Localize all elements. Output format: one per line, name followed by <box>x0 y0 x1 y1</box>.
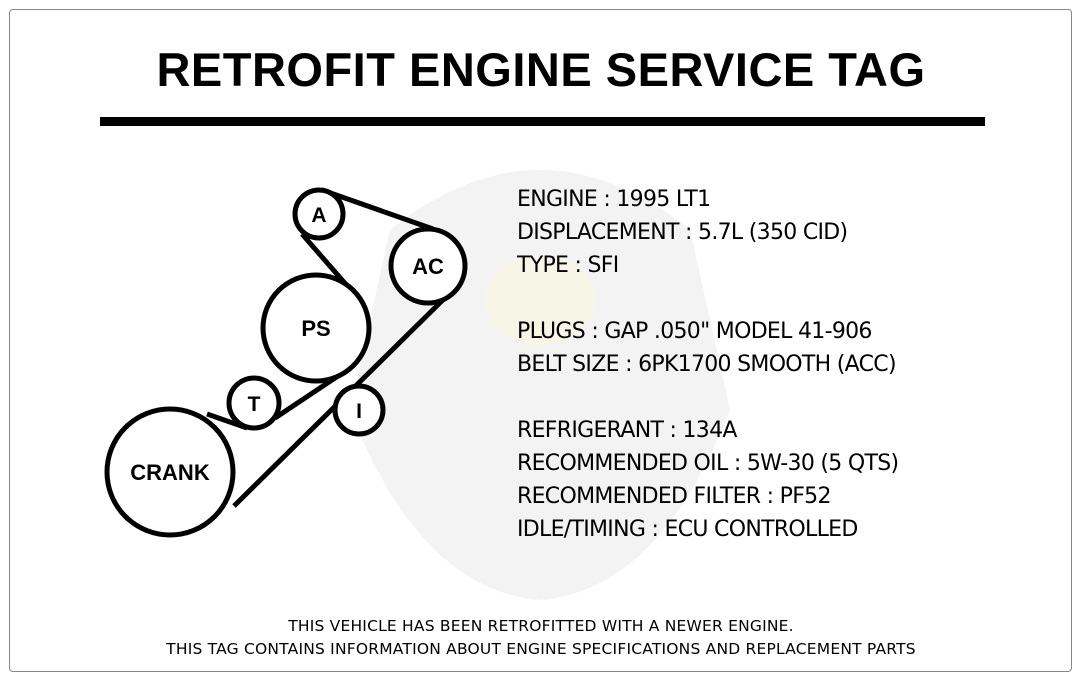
footer-line-1: THIS VEHICLE HAS BEEN RETROFITTED WITH A… <box>288 617 794 635</box>
spec-plugs: PLUGS : GAP .050" MODEL 41-906 <box>517 319 872 344</box>
belt-segment <box>321 187 434 232</box>
page-title: RETROFIT ENGINE SERVICE TAG <box>156 43 926 96</box>
pulley-label-a: A <box>311 204 326 227</box>
spec-belt-size: BELT SIZE : 6PK1700 SMOOTH (ACC) <box>517 352 897 377</box>
spec-idle-timing: IDLE/TIMING : ECU CONTROLLED <box>517 517 858 542</box>
spec-displacement: DISPLACEMENT : 5.7L (350 CID) <box>517 220 848 245</box>
pulley-label-t: T <box>248 393 261 416</box>
pulley-label-ps: PS <box>301 316 330 341</box>
spec-refrigerant: REFRIGERANT : 134A <box>517 418 737 443</box>
spec-filter: RECOMMENDED FILTER : PF52 <box>517 484 831 509</box>
title-divider <box>100 117 985 126</box>
spec-oil: RECOMMENDED OIL : 5W-30 (5 QTS) <box>517 451 899 476</box>
belt-segment <box>273 373 340 421</box>
engine-specs: ENGINE : 1995 LT1 DISPLACEMENT : 5.7L (3… <box>517 183 899 546</box>
pulley-label-i: I <box>356 400 362 423</box>
belt-routing-diagram: A AC PS T I CRANK <box>104 187 468 538</box>
pulley-crank <box>104 406 236 538</box>
footer-notice: THIS VEHICLE HAS BEEN RETROFITTED WITH A… <box>0 615 1082 661</box>
pulley-label-ac: AC <box>412 254 444 279</box>
spec-type: TYPE : SFI <box>517 253 619 278</box>
pulley-label-crank: CRANK <box>130 460 210 485</box>
pulley-ps <box>260 272 372 384</box>
pulley-i <box>332 383 386 437</box>
service-tag-border <box>9 9 1072 672</box>
spec-engine: ENGINE : 1995 LT1 <box>517 187 711 212</box>
pulley-ac <box>388 226 468 306</box>
footer-line-2: THIS TAG CONTAINS INFORMATION ABOUT ENGI… <box>166 640 916 658</box>
pulley-a <box>292 187 346 241</box>
pulley-t <box>226 375 282 431</box>
